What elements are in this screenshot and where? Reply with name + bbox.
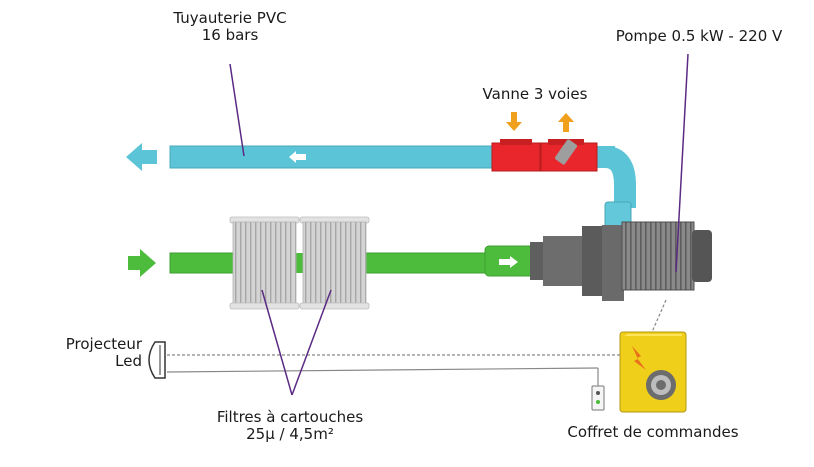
- pump-label-text: Pompe 0.5 kW - 220 V: [615, 27, 783, 45]
- return-outflow-arrow-icon: [126, 143, 157, 171]
- suction-inflow-arrow-icon: [128, 249, 156, 277]
- electrical-wiring: [166, 299, 667, 386]
- filters-label-line1: Filtres à cartouches: [216, 408, 364, 426]
- projector-label-line2: Led: [115, 352, 142, 370]
- pump-label: Pompe 0.5 kW - 220 V: [604, 28, 794, 45]
- cartridge-filter-1: [229, 216, 300, 310]
- control-box-label-text: Coffret de commandes: [567, 423, 739, 441]
- valve-outlet-arrow-icon: [558, 113, 574, 132]
- leader-lines: [229, 53, 689, 396]
- cartridge-filter-2: [299, 216, 370, 310]
- suction-flow-direction-icon: [499, 256, 518, 268]
- pvc-pipe-label-line2: 16 bars: [201, 26, 259, 44]
- valve-label: Vanne 3 voies: [470, 86, 600, 103]
- valve-label-text: Vanne 3 voies: [482, 85, 588, 103]
- projector-label-line1: Projecteur: [65, 335, 142, 353]
- pvc-pipe-label: Tuyauterie PVC 16 bars: [150, 10, 310, 44]
- filters-label-line2: 25μ / 4,5m²: [246, 425, 334, 443]
- pvc-pipe-label-line1: Tuyauterie PVC: [173, 9, 287, 27]
- control-box-label: Coffret de commandes: [553, 424, 753, 441]
- filters-label: Filtres à cartouches 25μ / 4,5m²: [195, 409, 385, 443]
- valve-inlet-arrow-icon: [506, 112, 522, 131]
- wall-switch: [591, 385, 605, 411]
- return-flow-direction-icon: [289, 151, 306, 163]
- control-box: [619, 331, 687, 413]
- pump: [530, 221, 712, 301]
- electric-hazard-icon: [632, 346, 646, 370]
- three-way-valve: [491, 139, 598, 172]
- projector-label: Projecteur Led: [20, 336, 142, 370]
- led-projector: [148, 341, 166, 379]
